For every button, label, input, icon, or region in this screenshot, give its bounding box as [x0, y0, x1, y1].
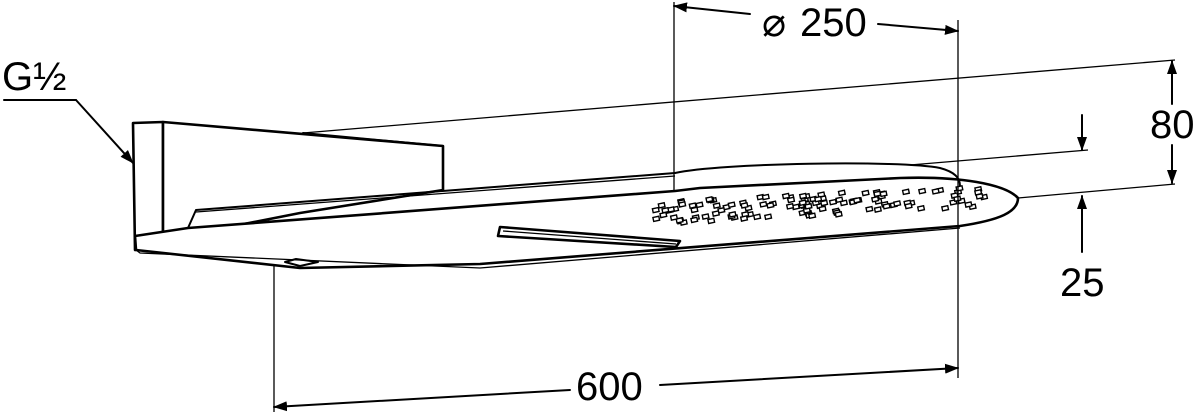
nozzle: [740, 202, 749, 209]
length-dimension: 600: [273, 232, 959, 412]
nozzle: [798, 199, 807, 207]
nozzle: [975, 192, 984, 200]
nozzle: [678, 201, 687, 208]
height-total-value: 80: [1150, 103, 1195, 147]
length-value: 600: [576, 365, 643, 409]
nozzle: [690, 216, 699, 224]
nozzle: [712, 202, 721, 210]
nozzle: [651, 206, 660, 214]
diameter-dimension: ⌀ 250: [673, 1, 959, 232]
nozzle: [739, 215, 749, 222]
nozzle: [873, 206, 883, 213]
nozzle: [727, 201, 736, 209]
nozzle: [834, 210, 843, 218]
nozzle: [781, 192, 791, 200]
nozzle: [711, 210, 721, 217]
diameter-value: 250: [800, 1, 867, 45]
nozzle: [870, 195, 880, 203]
nozzle: [752, 213, 762, 221]
nozzle: [892, 200, 902, 207]
nozzle: [804, 202, 813, 210]
thread-callout: G½: [2, 55, 134, 164]
nozzle: [931, 187, 940, 195]
wall-mount-plate: [131, 120, 165, 252]
nozzle: [940, 204, 950, 212]
nozzle: [657, 201, 666, 209]
nozzle: [917, 187, 927, 195]
nozzle: [759, 200, 768, 208]
spray-nozzles: [651, 185, 989, 226]
nozzle: [707, 217, 716, 225]
nozzle: [817, 191, 826, 199]
thread-label: G½: [2, 55, 66, 99]
nozzle: [695, 201, 704, 209]
nozzle: [861, 189, 870, 197]
nozzle: [761, 193, 770, 201]
nozzle: [798, 192, 808, 200]
nozzle: [807, 212, 817, 220]
nozzle: [728, 211, 737, 218]
height-dimension-total: 80: [302, 59, 1195, 199]
nozzle: [835, 196, 844, 204]
nozzle: [669, 214, 679, 221]
nozzle: [766, 201, 775, 209]
nozzle: [964, 201, 973, 208]
diameter-symbol: ⌀: [762, 1, 786, 45]
nozzle: [837, 189, 847, 197]
nozzle: [865, 205, 874, 213]
nozzle: [701, 213, 710, 220]
height-head-value: 25: [1060, 261, 1105, 305]
nozzle: [813, 195, 823, 203]
nozzle: [879, 190, 888, 198]
nozzle: [786, 196, 796, 204]
main-plate: [133, 176, 1020, 270]
nozzle: [904, 202, 913, 210]
nozzle: [852, 196, 862, 204]
shower-head: [131, 120, 1020, 270]
nozzle: [916, 204, 926, 212]
nozzle: [661, 206, 670, 214]
nozzle: [785, 202, 795, 210]
height-dimension-head: 25: [909, 114, 1105, 305]
nozzle: [901, 188, 911, 196]
nozzle: [955, 185, 964, 192]
nozzle: [882, 202, 891, 210]
nozzle: [763, 213, 773, 221]
nozzle: [828, 198, 838, 206]
nozzle: [690, 206, 699, 214]
nozzle: [819, 199, 829, 207]
nozzle: [652, 215, 661, 223]
nozzle: [705, 196, 714, 203]
nozzle: [818, 205, 827, 213]
